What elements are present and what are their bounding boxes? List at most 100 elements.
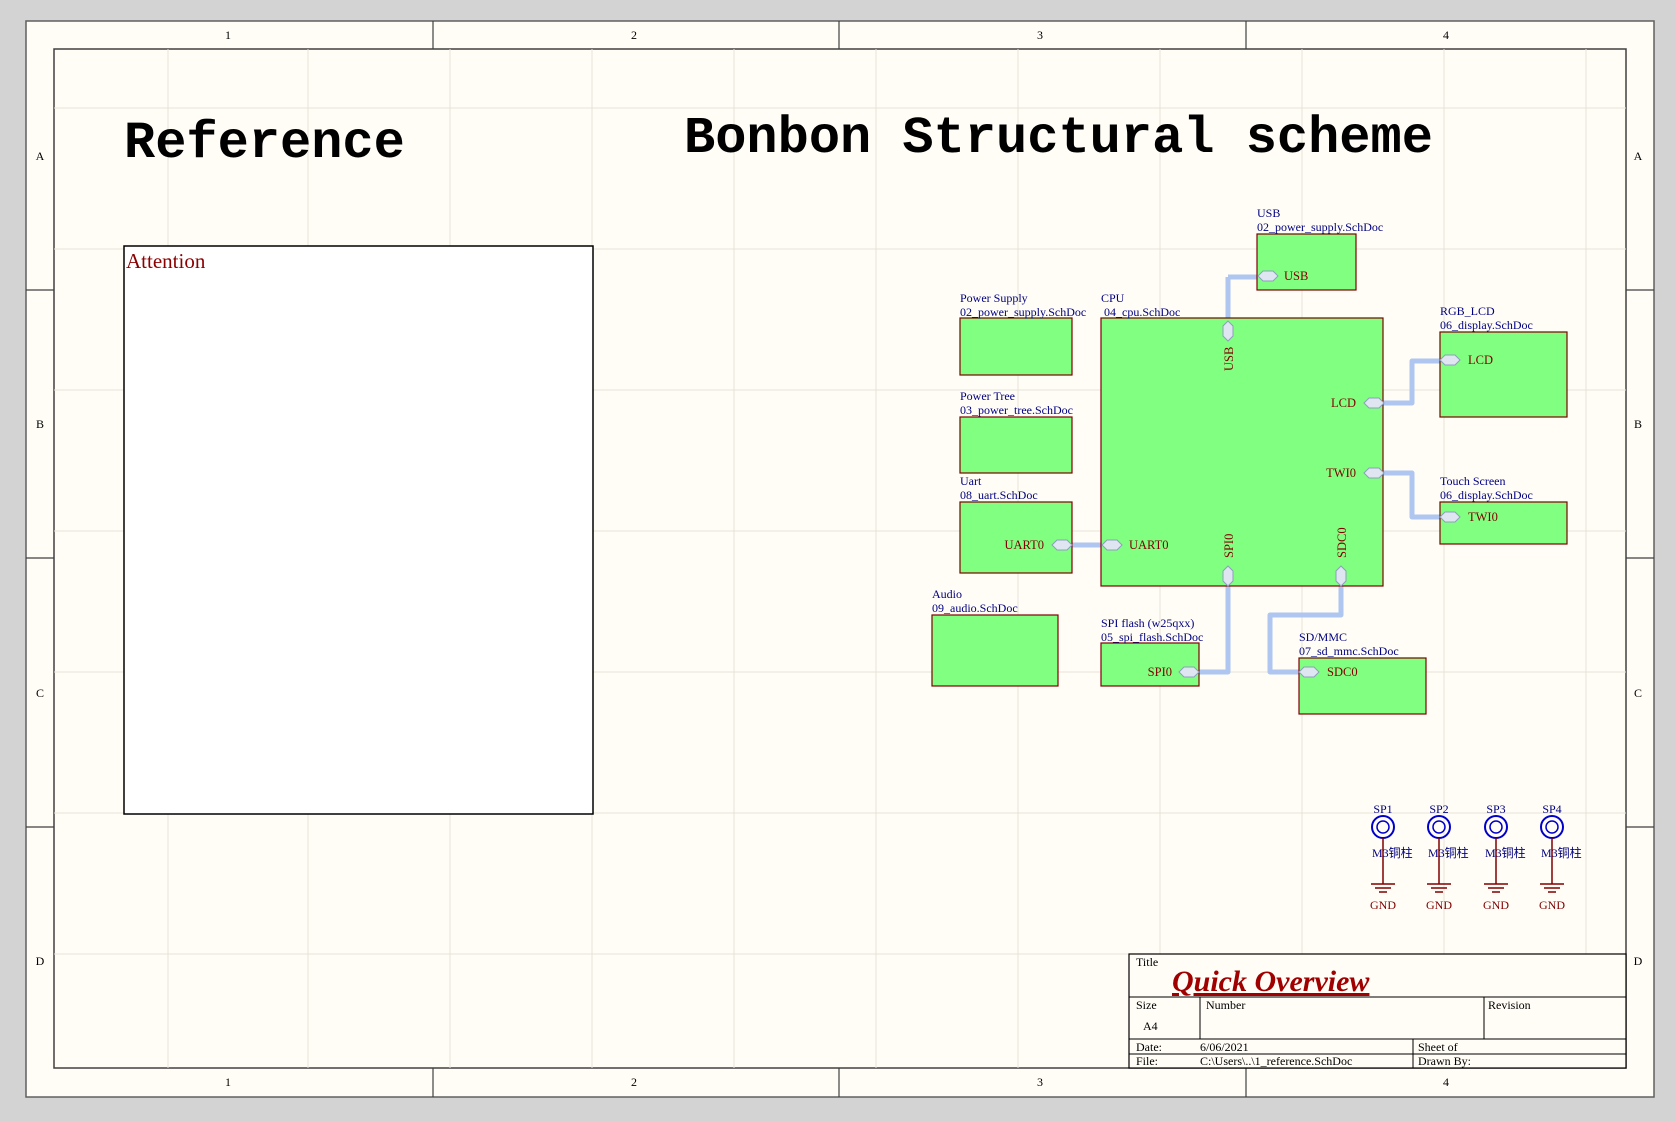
sheet-title: Quick Overview <box>1172 965 1370 998</box>
sheet-sd-mmc-name: SD/MMC <box>1299 630 1347 644</box>
port-uart-sheet-label: UART0 <box>1004 538 1044 552</box>
standoff-sp4-value: M3铜柱 <box>1541 845 1582 860</box>
zone-col-4-top: 4 <box>1443 28 1449 42</box>
zone-row-a-right: A <box>1634 149 1643 163</box>
port-lcd-sheet-label: LCD <box>1468 353 1493 367</box>
sheet-spi-flash-file: 05_spi_flash.SchDoc <box>1101 630 1203 644</box>
sheet-power-tree-file: 03_power_tree.SchDoc <box>960 403 1073 417</box>
zone-col-2-bottom: 2 <box>631 1075 637 1089</box>
port-cpu-sdc-label: SDC0 <box>1335 527 1349 558</box>
sheet-touch <box>1439 501 1568 545</box>
sheet-power-supply-name: Power Supply <box>960 291 1028 305</box>
port-cpu-spi <box>1222 565 1234 587</box>
standoff-sp4: SP4 M3铜柱 GND <box>1539 802 1582 912</box>
attention-box <box>123 245 594 815</box>
title-block: Title Quick Overview Size A4 Number Revi… <box>1128 953 1627 1069</box>
title-block-frame <box>1128 953 1627 1069</box>
date-value: 6/06/2021 <box>1200 1040 1249 1054</box>
zone-col-1-top: 1 <box>225 28 231 42</box>
sheet-usb-file: 02_power_supply.SchDoc <box>1257 220 1383 234</box>
standoff-sp2-ref: SP2 <box>1429 802 1448 816</box>
date-label: Date: <box>1136 1040 1162 1054</box>
reference-heading: Reference <box>124 114 405 173</box>
port-uart-sheet <box>1051 539 1073 551</box>
sheet-audio <box>931 614 1059 687</box>
zone-row-a-left: A <box>36 149 45 163</box>
standoff-sp4-net: GND <box>1539 898 1565 912</box>
port-usb-sheet-label: USB <box>1284 269 1308 283</box>
standoff-sp4-ref: SP4 <box>1542 802 1561 816</box>
sheet-spi-flash-name: SPI flash (w25qxx) <box>1101 616 1194 630</box>
standoff-sp2-net: GND <box>1426 898 1452 912</box>
zone-col-1-bottom: 1 <box>225 1075 231 1089</box>
sheet-touch-name: Touch Screen <box>1440 474 1505 488</box>
port-cpu-spi-label: SPI0 <box>1222 534 1236 558</box>
sheet-audio-name: Audio <box>932 587 962 601</box>
standoff-sp3-value: M3铜柱 <box>1485 845 1526 860</box>
sheet-sd-mmc <box>1298 657 1427 715</box>
port-touch-sheet <box>1439 511 1461 523</box>
sheet-labels: USB 02_power_supply.SchDoc Power Supply … <box>932 206 1533 658</box>
port-cpu-uart <box>1101 539 1123 551</box>
sheet-power-supply <box>959 317 1073 376</box>
zone-dividers <box>26 21 1654 1097</box>
harness-wires <box>1060 274 1440 675</box>
wire-sdc <box>1267 577 1344 675</box>
port-cpu-twi <box>1363 467 1385 479</box>
standoff-sp3-net: GND <box>1483 898 1509 912</box>
sheet-usb-name: USB <box>1257 206 1280 220</box>
standoff-sp2-value: M3铜柱 <box>1428 845 1469 860</box>
standoff-sp2: SP2 M3铜柱 GND <box>1426 802 1469 912</box>
port-usb-sheet <box>1257 270 1279 282</box>
port-sdc-sheet <box>1298 666 1320 678</box>
standoff-sp1: SP1 M3铜柱 GND <box>1370 802 1413 912</box>
standoff-sp3: SP3 M3铜柱 GND <box>1483 802 1526 912</box>
wire-twi <box>1368 470 1440 520</box>
sheet-symbols <box>931 233 1568 715</box>
port-lcd-sheet <box>1439 354 1461 366</box>
port-labels: USB USB LCD TWI0 LCD TWI0 UART0 UART0 SP… <box>1004 269 1497 679</box>
sheet-rgb-lcd <box>1439 331 1568 418</box>
standoff-sp1-ref: SP1 <box>1373 802 1392 816</box>
zone-row-c-right: C <box>1634 686 1642 700</box>
zone-labels: 1 2 3 4 1 2 3 4 A B C D A B C D <box>36 28 1643 1089</box>
sheet-cpu-file: 04_cpu.SchDoc <box>1104 305 1180 319</box>
port-cpu-lcd-label: LCD <box>1331 396 1356 410</box>
zone-row-d-right: D <box>1634 954 1643 968</box>
sheet-cpu-name: CPU <box>1101 291 1125 305</box>
sheet-ports <box>1051 270 1461 678</box>
sheet-cpu <box>1100 317 1384 587</box>
sheet-uart-name: Uart <box>960 474 982 488</box>
port-cpu-lcd <box>1363 397 1385 409</box>
sheet-uart-file: 08_uart.SchDoc <box>960 488 1038 502</box>
zone-row-b-left: B <box>36 417 44 431</box>
zone-col-3-top: 3 <box>1037 28 1043 42</box>
size-value: A4 <box>1143 1019 1158 1033</box>
wire-lcd <box>1368 358 1440 406</box>
port-cpu-sdc <box>1335 565 1347 587</box>
port-spi-sheet-label: SPI0 <box>1148 665 1172 679</box>
standoff-sp1-net: GND <box>1370 898 1396 912</box>
sheet-power-tree-name: Power Tree <box>960 389 1015 403</box>
standoff-sp3-ref: SP3 <box>1486 802 1505 816</box>
zone-col-4-bottom: 4 <box>1443 1075 1449 1089</box>
sheet-touch-file: 06_display.SchDoc <box>1440 488 1533 502</box>
sheet-label: Sheet of <box>1418 1040 1458 1054</box>
standoff-sp4-hole <box>1545 820 1559 834</box>
sheet-rgb-lcd-file: 06_display.SchDoc <box>1440 318 1533 332</box>
scheme-heading: Bonbon Structural scheme <box>684 109 1433 168</box>
sheet-power-tree <box>959 416 1073 474</box>
wire-spi <box>1192 577 1231 675</box>
port-spi-sheet <box>1178 666 1200 678</box>
sheet-sd-mmc-file: 07_sd_mmc.SchDoc <box>1299 644 1399 658</box>
standoff-sp1-value: M3铜柱 <box>1372 845 1413 860</box>
size-label: Size <box>1136 998 1157 1012</box>
zone-row-d-left: D <box>36 954 45 968</box>
zone-row-c-left: C <box>36 686 44 700</box>
sheet-uart <box>959 501 1073 574</box>
file-value: C:\Users\..\1_reference.SchDoc <box>1200 1054 1352 1068</box>
revision-label: Revision <box>1488 998 1531 1012</box>
attention-label: Attention <box>126 249 206 273</box>
zone-col-2-top: 2 <box>631 28 637 42</box>
